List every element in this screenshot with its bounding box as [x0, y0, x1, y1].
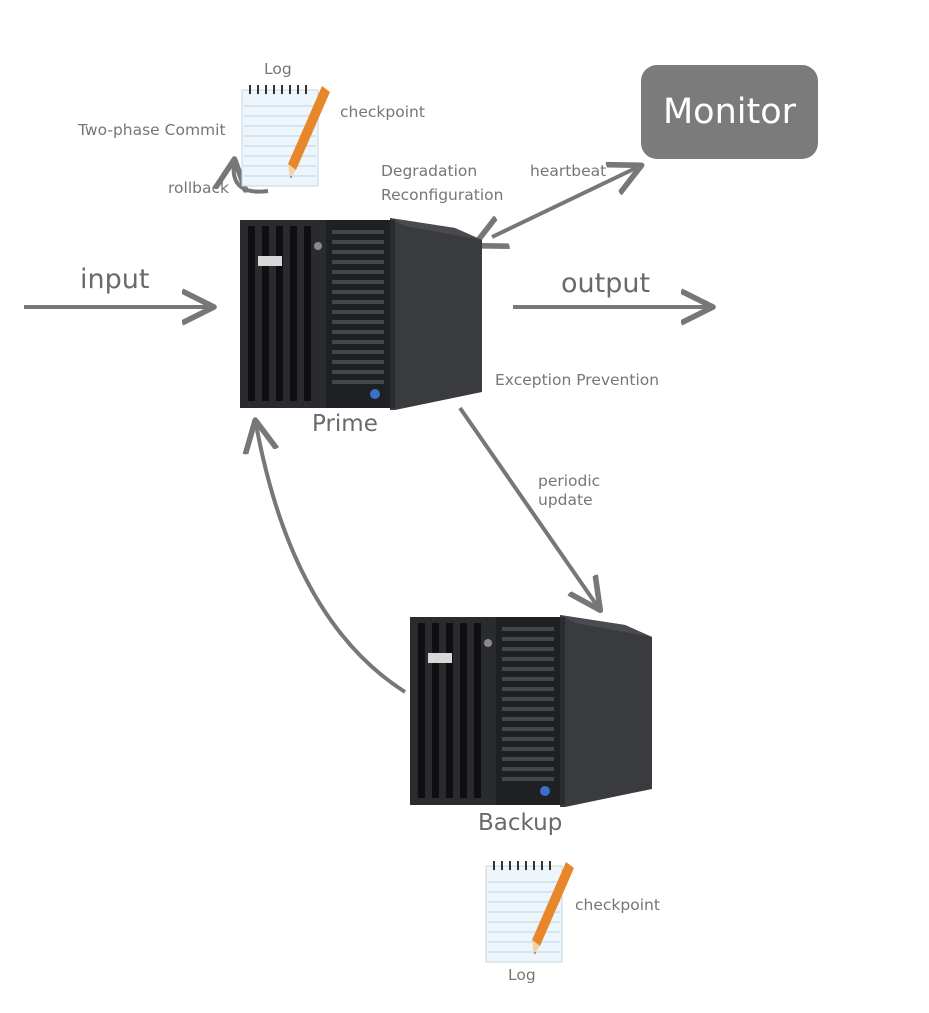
backup-label: Backup	[478, 810, 563, 836]
output-label: output	[561, 268, 651, 299]
update-label: update	[538, 491, 593, 509]
monitor-label: Monitor	[662, 92, 797, 132]
rollback-arrow	[234, 163, 269, 194]
backup-log-notepad-icon	[485, 861, 574, 963]
backup-server-icon	[410, 615, 652, 807]
monitor-node: Monitor	[641, 65, 818, 159]
heartbeat-label: heartbeat	[530, 162, 607, 180]
prime-server-icon	[240, 218, 482, 410]
input-label: input	[80, 264, 150, 295]
reconfiguration-label: Reconfiguration	[381, 186, 504, 204]
periodic-update-arrow	[458, 406, 598, 607]
prime-checkpoint-label: checkpoint	[340, 103, 425, 121]
backup-log-title: Log	[508, 966, 536, 984]
failover-arrow	[256, 424, 407, 694]
periodic-label: periodic	[538, 472, 601, 490]
prime-label: Prime	[312, 411, 378, 437]
rollback-label: rollback	[168, 179, 229, 197]
exception-prevention-label: Exception Prevention	[495, 371, 660, 389]
heartbeat-arrow	[492, 167, 638, 237]
prime-log-notepad-icon	[241, 85, 330, 187]
prime-log-title: Log	[264, 60, 292, 78]
backup-checkpoint-label: checkpoint	[575, 896, 660, 914]
degradation-label: Degradation	[381, 162, 478, 180]
two-phase-commit-label: Two-phase Commit	[78, 121, 226, 139]
